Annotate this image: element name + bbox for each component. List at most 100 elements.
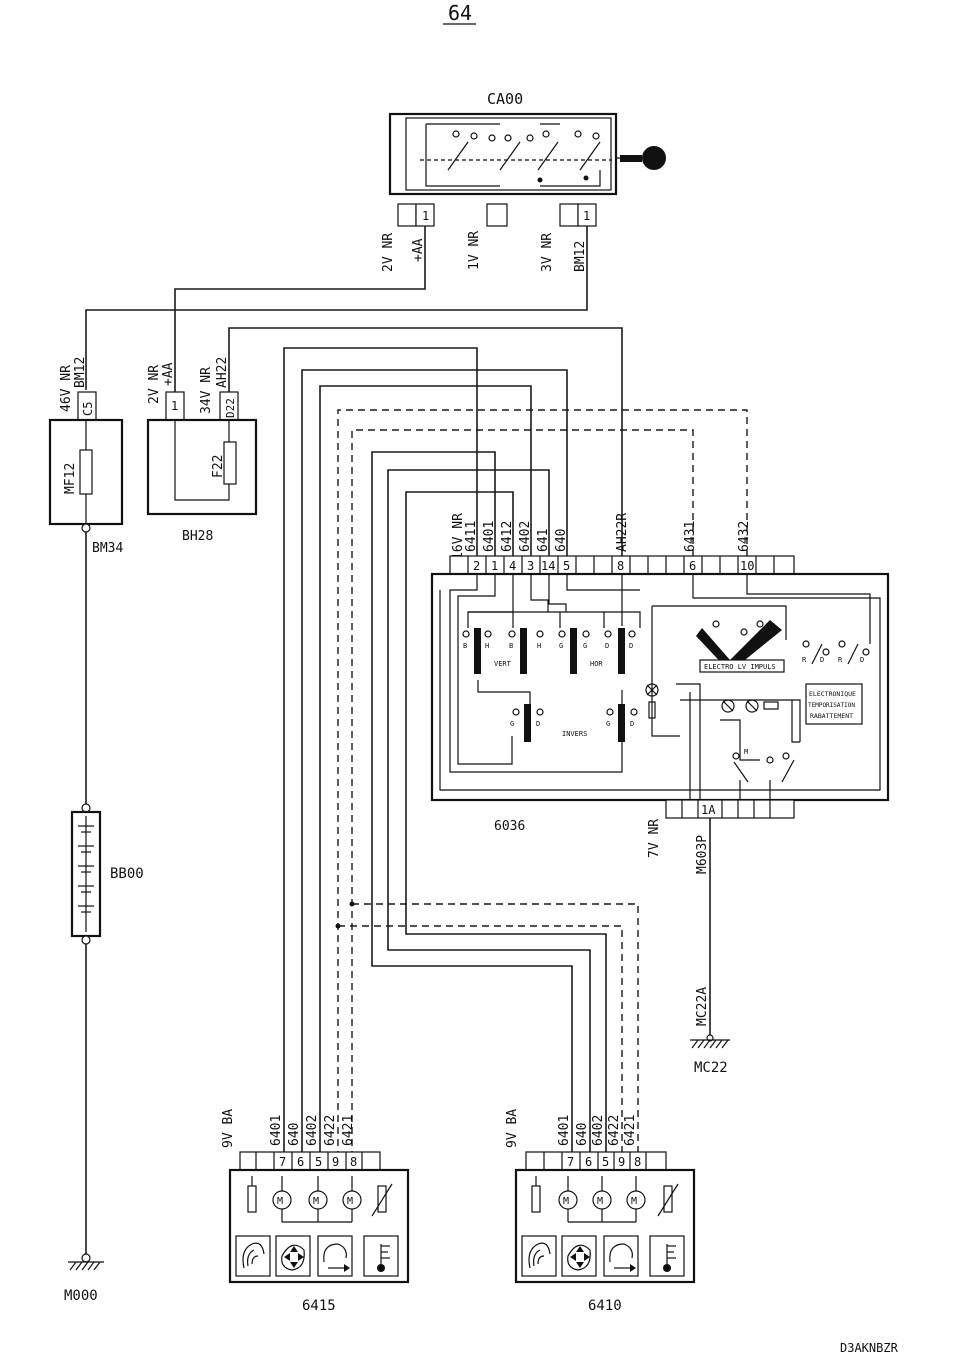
switch-hor-label: HOR [590, 660, 603, 668]
switch-letter-r1: R [802, 656, 807, 664]
relay-electro-label: ELECTRO LV IMPULS [704, 663, 776, 671]
m6410-motor-2: M [597, 1196, 603, 1207]
ctrl-gnd-wire: M603P [695, 835, 710, 874]
mc22-label: MC22 [694, 1060, 728, 1076]
switch-letter-g2: G [583, 642, 587, 650]
switch-letter-g3: G [510, 720, 514, 728]
ca00-conn-a: 2V NR [381, 233, 396, 272]
ctrl-gnd-conn: 7V NR [647, 819, 662, 858]
ctrl-wire-2: 6401 [482, 521, 497, 552]
ground-m000: M000 [64, 1253, 104, 1304]
m6410-pin-2: 6 [585, 1155, 592, 1169]
ctrl-pin-5: 14 [541, 559, 555, 573]
bh28-pin2: D22 [224, 398, 237, 418]
ctrl-pin-7: 8 [617, 559, 624, 573]
switch-letter-d3: D [536, 720, 540, 728]
m6415-pin-1: 7 [279, 1155, 286, 1169]
switch-letter-h1: H [485, 642, 489, 650]
page-number: 64 [448, 1, 472, 25]
ctrl-wire-1: 6411 [464, 521, 479, 552]
m6415-pin-5: 8 [350, 1155, 357, 1169]
switch-letter-m: M [744, 748, 748, 756]
mirror-left-6415: 9V BA 6401 640 6402 6422 6421 7 6 5 9 8 … [221, 1109, 410, 1314]
ctrl-wire-6: 640 [554, 529, 569, 552]
switch-letter-b2: B [509, 642, 513, 650]
ctrl-label: 6036 [494, 819, 525, 834]
ctrl-pin-3: 4 [509, 559, 516, 573]
m6415-pin-2: 6 [297, 1155, 304, 1169]
electronique-label: ELECTRONIQUE [809, 690, 856, 698]
switch-letter-d2: D [629, 642, 633, 650]
mirror-adjust-icon [275, 1235, 311, 1277]
ca00-pin-1b: 1 [583, 209, 590, 223]
m6415-motor-2: M [313, 1196, 319, 1207]
rabattement-label: RABATTEMENT [810, 712, 853, 720]
bh28-conn-b: 34V NR [199, 367, 214, 414]
m6410-pin-4: 9 [618, 1155, 625, 1169]
ground-m000-label: M000 [64, 1288, 98, 1304]
ca00-wire-c: BM12 [573, 241, 588, 272]
m6415-wire-5: 6421 [341, 1115, 356, 1146]
ca00-wire-a: +AA [411, 238, 426, 262]
ca00-conn-c: 3V NR [540, 233, 555, 272]
m6415-wire-4: 6422 [323, 1115, 338, 1146]
m6410-wire-2: 640 [575, 1123, 590, 1146]
battery-bb00: BB00 [70, 803, 144, 945]
indicator-lamps [645, 683, 779, 719]
mf12-connector: C5 [81, 402, 95, 416]
m6410-motor-1: M [563, 1196, 569, 1207]
mirror-control-6036: 16V NR 6411 6401 6412 6402 641 640 AH22R… [430, 513, 890, 874]
key-icon [616, 146, 666, 170]
m6415-wire-2: 640 [287, 1123, 302, 1146]
bh28-pin1: 1 [171, 399, 178, 413]
temporisation-label: TEMPORISATION [808, 702, 855, 709]
bh28-wire-b: AH22 [215, 357, 230, 388]
m6415-pin-3: 5 [315, 1155, 322, 1169]
ctrl-wire-9: 6432 [737, 521, 752, 552]
switch-letter-d6: D [860, 656, 864, 664]
ctrl-pin-1: 2 [473, 559, 480, 573]
mf12-conn: 46V NR [59, 365, 74, 412]
m6415-motor-3: M [347, 1196, 353, 1207]
bb00-label: BB00 [110, 866, 144, 882]
bh28-wire-a: +AA [161, 362, 176, 386]
switch-letter-b1: B [463, 642, 467, 650]
mirror-fold-icon [603, 1235, 639, 1277]
ignition-switch-ca00: CA00 1 1 2V NR [381, 90, 666, 272]
m6410-label: 6410 [588, 1298, 622, 1314]
f22-label: F22 [211, 455, 226, 478]
bh28-conn-a: 2V NR [147, 365, 162, 404]
ctrl-pin-4: 3 [527, 559, 534, 573]
switch-letter-g4: G [606, 720, 610, 728]
ctrl-pin-2: 1 [491, 559, 498, 573]
m6410-wire-4: 6422 [607, 1115, 622, 1146]
fuse-box-bh28: 2V NR +AA 34V NR AH22 1 D22 F22 BH28 [146, 357, 258, 544]
mirror-fold-icon [317, 1235, 353, 1277]
relay-electro-lv-impuls: ELECTRO LV IMPULS [696, 620, 785, 673]
mirror-heater-icon [235, 1235, 271, 1277]
switch-letter-r2: R [838, 656, 843, 664]
m6415-pin-4: 9 [332, 1155, 339, 1169]
m6410-wire-3: 6402 [591, 1115, 606, 1146]
temperature-sensor-icon [649, 1235, 685, 1277]
ca00-pin-1: 1 [422, 209, 429, 223]
m6415-label: 6415 [302, 1298, 336, 1314]
switch-letter-g1: G [559, 642, 563, 650]
switch-hor: HOR G G D D [558, 628, 636, 674]
fuse-box-mf12: 46V NR BM12 C5 MF12 BM34 [48, 357, 123, 556]
switch-letter-d4: D [630, 720, 634, 728]
m6415-wire-1: 6401 [269, 1115, 284, 1146]
ctrl-wire-5: 641 [536, 529, 551, 552]
ctrl-wire-8: 6431 [683, 521, 698, 552]
switch-letter-d1: D [605, 642, 609, 650]
m6415-motor-1: M [277, 1196, 283, 1207]
ctrl-pin-6: 5 [563, 559, 570, 573]
ca00-label: CA00 [487, 90, 523, 108]
mirror-adjust-icon [561, 1235, 597, 1277]
ground-mc22: MC22A MC22 [690, 987, 730, 1076]
ctrl-pin-8: 6 [689, 559, 696, 573]
temperature-sensor-icon [363, 1235, 399, 1277]
switch-invers-label: INVERS [562, 730, 587, 738]
ctrl-wire-7: AH22R [615, 513, 630, 552]
switch-vert: VERT B H B H [462, 628, 544, 674]
